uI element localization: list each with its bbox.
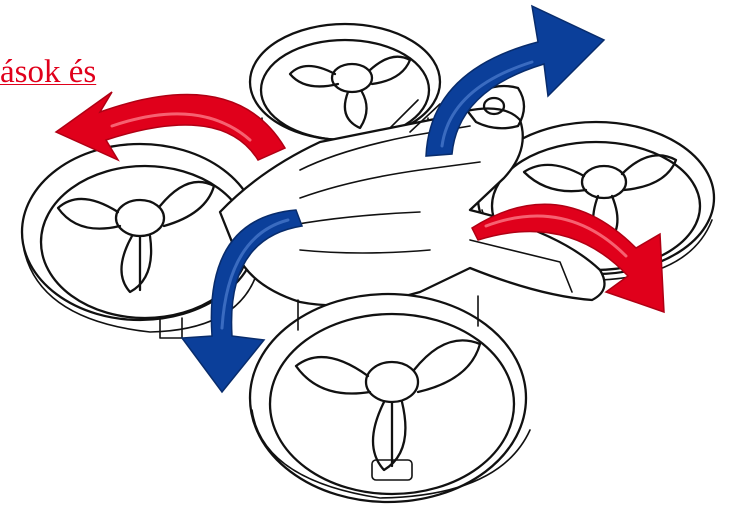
propeller-back	[290, 57, 410, 128]
curved-arrow-red-left	[56, 92, 285, 160]
propeller-left	[58, 182, 214, 292]
propeller-guard-front	[250, 294, 530, 502]
